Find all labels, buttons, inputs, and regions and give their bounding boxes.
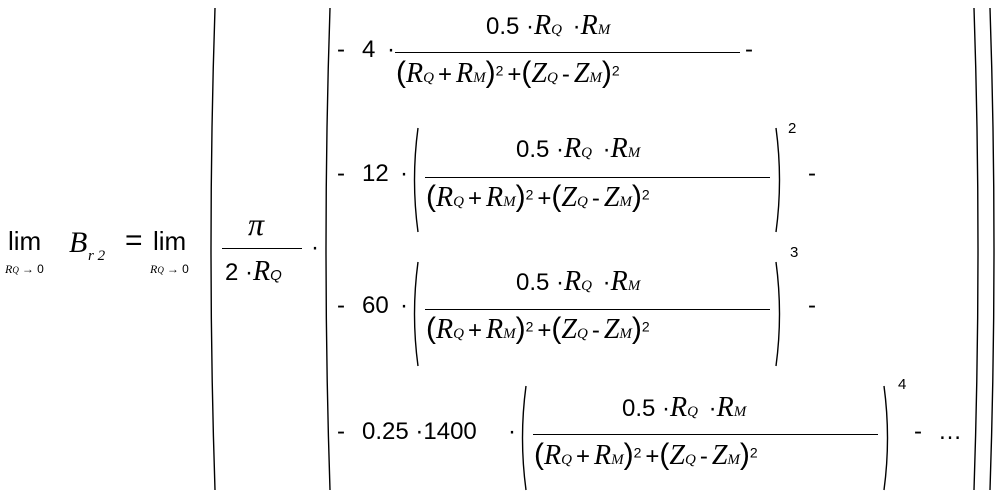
term-3-denominator: (RQ + RM)2 +(ZQ - ZM)2 <box>426 312 650 345</box>
term-2-trailing-minus: - <box>808 160 816 187</box>
term-2-dot: · <box>400 160 408 187</box>
term-4-coef: 0.25 ·1400 <box>362 418 477 445</box>
term-3-bar <box>425 309 770 310</box>
term-4-ellipsis: … <box>938 418 962 445</box>
term-2-denominator: (RQ + RM)2 +(ZQ - ZM)2 <box>426 180 650 213</box>
prefactor-dot: · <box>311 234 319 261</box>
term-2-power: 2 <box>788 120 797 137</box>
outer-paren-right <box>989 7 995 491</box>
prefactor-bar <box>222 248 302 249</box>
term-3-dot: · <box>400 292 408 319</box>
term-4-denominator: (RQ + RM)2 +(ZQ - ZM)2 <box>534 438 758 471</box>
term-4-sign: - <box>337 418 345 445</box>
term-3-trailing-minus: - <box>808 292 816 319</box>
term-3-paren-left <box>413 261 419 367</box>
term-4-dot: · <box>508 418 516 445</box>
equals-sign: = <box>125 224 143 257</box>
term-2-paren-right <box>775 127 781 233</box>
term-2-sign: - <box>337 160 345 187</box>
term-3-coef: 60 <box>362 292 389 319</box>
term-3-sign: - <box>337 292 345 319</box>
term-3-power: 3 <box>790 244 799 261</box>
lhs-symbol: B <box>69 226 88 259</box>
outer-paren-left <box>210 7 216 491</box>
term-4-numerator: 0.5 ·RQ ·RM <box>622 392 747 423</box>
term-2-bar <box>425 177 770 178</box>
term-2-paren-left <box>413 127 419 233</box>
lim-left: lim <box>8 226 42 256</box>
pi-numerator: π <box>248 206 265 242</box>
term-1-dot: · <box>387 36 395 63</box>
term-4-power: 4 <box>898 376 907 393</box>
inner-paren-right <box>973 7 979 491</box>
term-1-sign: - <box>337 36 345 63</box>
term-1-bar <box>395 52 740 53</box>
term-1-numerator: 0.5 ·RQ ·RM <box>486 10 611 41</box>
term-4-bar <box>533 434 878 435</box>
term-3-paren-right <box>775 261 781 367</box>
term-4-paren-left <box>521 385 527 491</box>
inner-paren-left <box>325 7 331 491</box>
term-4-paren-right <box>883 385 889 491</box>
term-1-trailing-minus: - <box>745 36 753 63</box>
lhs-subscript: r 2 <box>88 248 106 264</box>
term-2-numerator: 0.5 ·RQ ·RM <box>516 133 641 164</box>
lim-left-sub: RQ → 0 <box>5 262 44 276</box>
lim-right: lim <box>153 226 187 256</box>
term-4-trailing-minus: - <box>914 418 922 445</box>
lim-right-sub: RQ → 0 <box>150 262 189 276</box>
term-1-denominator: (RQ + RM)2 +(ZQ - ZM)2 <box>396 56 620 89</box>
term-3-numerator: 0.5 ·RQ ·RM <box>516 266 641 297</box>
prefactor-denominator: 2 ·RQ <box>225 256 282 287</box>
term-2-coef: 12 <box>362 160 389 187</box>
term-1-coef: 4 <box>362 36 376 63</box>
